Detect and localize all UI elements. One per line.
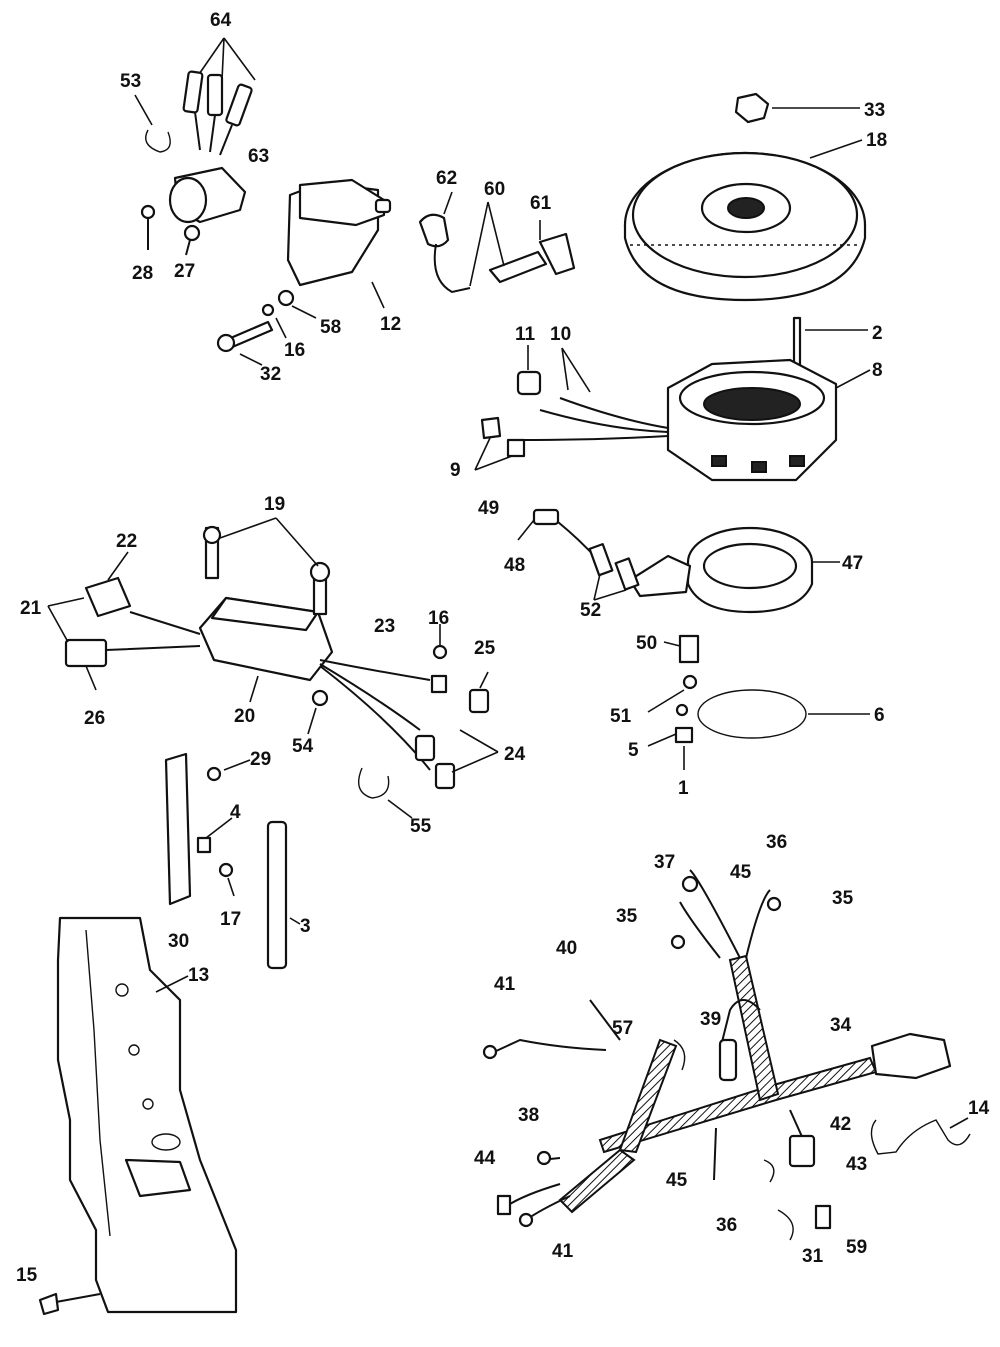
callout-62: 62 xyxy=(436,168,457,189)
callout-49: 49 xyxy=(478,498,499,519)
callout-23: 23 xyxy=(374,616,395,637)
callout-44: 44 xyxy=(474,1148,496,1169)
ignition-coil xyxy=(216,178,392,366)
callout-47: 47 xyxy=(842,553,863,574)
callout-5: 5 xyxy=(628,740,639,761)
callout-16: 16 xyxy=(284,340,305,361)
callout-14: 14 xyxy=(968,1098,990,1119)
callout-39: 39 xyxy=(700,1009,721,1030)
callout-55: 55 xyxy=(410,816,432,837)
callout-31: 31 xyxy=(802,1246,824,1267)
spark-plug-leads xyxy=(418,191,576,294)
callout-61: 61 xyxy=(530,193,552,214)
callout-45b: 45 xyxy=(666,1170,688,1191)
starter-solenoid xyxy=(134,37,256,256)
callout-17: 17 xyxy=(220,909,241,930)
callout-labels: 64 53 63 28 27 62 60 61 33 18 12 58 16 3… xyxy=(16,10,990,1286)
callout-3: 3 xyxy=(300,916,311,937)
callout-2: 2 xyxy=(872,323,883,344)
callout-16b: 16 xyxy=(428,608,449,629)
callout-60: 60 xyxy=(484,179,505,200)
terminal-strip xyxy=(164,752,301,970)
callout-57: 57 xyxy=(612,1018,633,1039)
callout-29: 29 xyxy=(250,749,271,770)
callout-36b: 36 xyxy=(716,1215,737,1236)
callout-19: 19 xyxy=(264,494,285,515)
callout-18: 18 xyxy=(866,130,887,151)
callout-35: 35 xyxy=(832,888,854,909)
callout-52: 52 xyxy=(580,600,601,621)
callout-1: 1 xyxy=(678,778,689,799)
callout-58: 58 xyxy=(320,317,341,338)
callout-48: 48 xyxy=(504,555,525,576)
callout-27: 27 xyxy=(174,261,195,282)
stator xyxy=(474,345,871,482)
callout-15: 15 xyxy=(16,1265,38,1286)
callout-40: 40 xyxy=(556,938,577,959)
callout-63: 63 xyxy=(248,146,269,167)
callout-30: 30 xyxy=(168,931,189,952)
callout-53: 53 xyxy=(120,71,141,92)
flywheel xyxy=(623,92,868,372)
callout-43: 43 xyxy=(846,1154,867,1175)
callout-41: 41 xyxy=(494,974,516,995)
callout-51: 51 xyxy=(610,706,632,727)
callout-35b: 35 xyxy=(616,906,638,927)
callout-33: 33 xyxy=(864,100,885,121)
callout-12: 12 xyxy=(380,314,401,335)
callout-34: 34 xyxy=(830,1015,852,1036)
callout-9: 9 xyxy=(450,460,461,481)
callout-37: 37 xyxy=(654,852,675,873)
callout-13: 13 xyxy=(188,965,209,986)
mounting-bracket xyxy=(38,916,238,1316)
callout-10: 10 xyxy=(550,324,571,345)
callout-22: 22 xyxy=(116,531,137,552)
callout-38: 38 xyxy=(518,1105,539,1126)
callout-11: 11 xyxy=(515,324,536,345)
timer-base xyxy=(517,508,870,770)
callout-28: 28 xyxy=(132,263,153,284)
callout-8: 8 xyxy=(872,360,883,381)
callout-59: 59 xyxy=(846,1237,867,1258)
callout-41b: 41 xyxy=(552,1241,574,1262)
callout-32: 32 xyxy=(260,364,281,385)
callout-20: 20 xyxy=(234,706,255,727)
callout-54: 54 xyxy=(292,736,314,757)
callout-36: 36 xyxy=(766,832,787,853)
callout-64: 64 xyxy=(210,10,232,31)
callout-42: 42 xyxy=(830,1114,851,1135)
callout-45: 45 xyxy=(730,862,752,883)
callout-6: 6 xyxy=(874,705,885,726)
callout-50: 50 xyxy=(636,633,657,654)
callout-21: 21 xyxy=(20,598,42,619)
callout-4: 4 xyxy=(230,802,241,823)
callout-26: 26 xyxy=(84,708,105,729)
wiring-harness xyxy=(482,869,971,1241)
power-pack xyxy=(47,517,499,819)
callout-24: 24 xyxy=(504,744,526,765)
callout-25: 25 xyxy=(474,638,496,659)
